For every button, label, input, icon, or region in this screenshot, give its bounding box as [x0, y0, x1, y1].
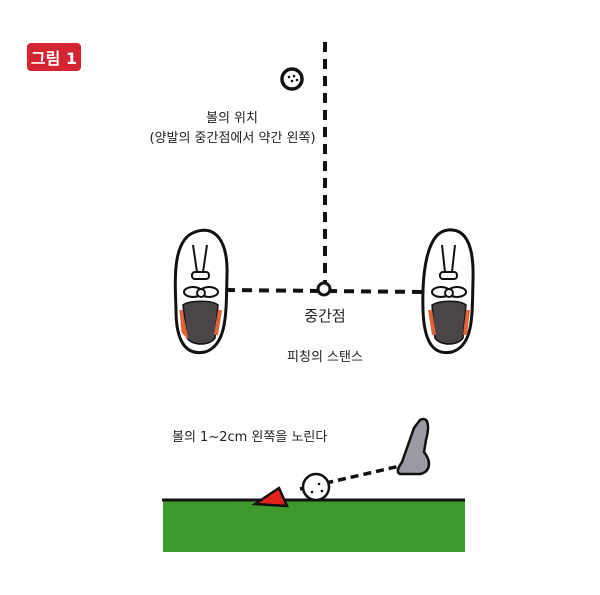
- stance-label: 피칭의 스탠스: [287, 350, 363, 365]
- golf-ball-icon: [301, 472, 331, 502]
- figure-badge: 그림 1: [27, 43, 81, 71]
- grass: [163, 500, 465, 552]
- target-marker-icon: [251, 486, 289, 508]
- left-shoe-icon: [173, 228, 229, 355]
- ball-position-note: (양발의 중간점에서 약간 왼쪽): [149, 131, 316, 146]
- ball-position-label: 볼의 위치: [206, 111, 258, 126]
- right-shoe-icon: [421, 228, 475, 355]
- aim-label: 볼의 1~2cm 왼쪽을 노린다: [172, 430, 328, 445]
- golf-ball-icon: [280, 67, 304, 91]
- midpoint-label: 중간점: [304, 307, 346, 325]
- midpoint-marker: [316, 281, 332, 297]
- club-head-icon: [396, 417, 431, 476]
